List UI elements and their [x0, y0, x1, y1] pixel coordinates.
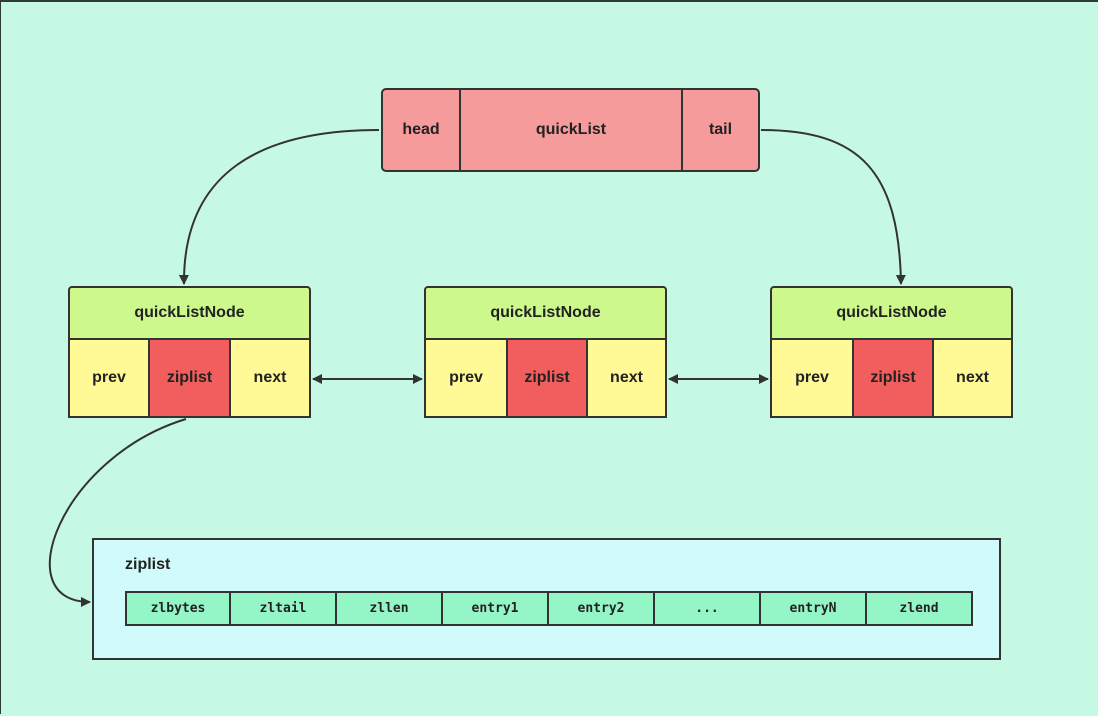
- node-title: quickListNode: [770, 286, 1013, 340]
- ziplist-field-1: zlbytes: [125, 591, 231, 626]
- quicklist-title: quickList: [459, 88, 683, 172]
- tail-to-last-node-arrow: [760, 129, 906, 285]
- ziplist-field-2: zltail: [229, 591, 337, 626]
- ziplist-field-3: zllen: [335, 591, 443, 626]
- quicklist-node-1: quickListNode prev ziplist next: [68, 286, 311, 418]
- head-to-first-node-arrow: [178, 129, 380, 285]
- quicklist-tail-field: tail: [681, 88, 760, 172]
- ziplist-label: ziplist: [125, 556, 171, 573]
- node-ziplist-field: ziplist: [506, 338, 588, 418]
- node-next-field: next: [932, 338, 1013, 418]
- ziplist-field-6: ...: [653, 591, 761, 626]
- node-next-field: next: [229, 338, 311, 418]
- node-next-field: next: [586, 338, 667, 418]
- ziplist-field-4: entry1: [441, 591, 549, 626]
- node-prev-field: prev: [68, 338, 150, 418]
- quicklist-struct: head quickList tail: [381, 88, 760, 172]
- node-prev-field: prev: [424, 338, 508, 418]
- ziplist-field-8: zlend: [865, 591, 973, 626]
- ziplist-pointer-arrow: [48, 418, 187, 607]
- ziplist-field-7: entryN: [759, 591, 867, 626]
- node-ziplist-field: ziplist: [852, 338, 934, 418]
- quicklist-node-3: quickListNode prev ziplist next: [770, 286, 1013, 418]
- node-prev-field: prev: [770, 338, 854, 418]
- quicklist-node-2: quickListNode prev ziplist next: [424, 286, 667, 418]
- quicklist-head-field: head: [381, 88, 461, 172]
